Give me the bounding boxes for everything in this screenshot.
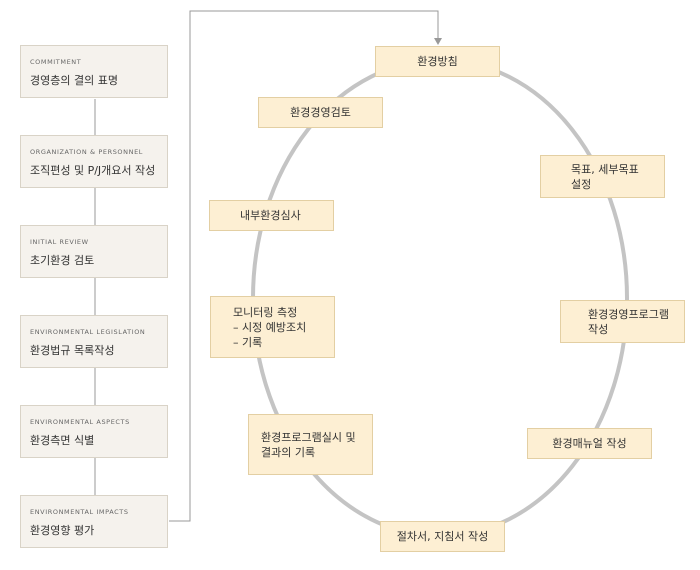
node-monitoring: 모니터링 측정 – 시정 예방조치 – 기록 (210, 296, 335, 358)
step-ko-label: 초기환경 검토 (30, 254, 95, 267)
step-en-label: COMMITMENT (30, 58, 82, 66)
node-manual: 환경매뉴얼 작성 (527, 428, 652, 459)
node-program: 환경경영프로그램 작성 (560, 300, 685, 343)
node-internal-audit: 내부환경심사 (209, 200, 334, 231)
step-legislation: ENVIRONMENTAL LEGISLATION 환경법규 목록작성 (20, 315, 168, 368)
node-objectives: 목표, 세부목표 설정 (540, 155, 665, 198)
node-implementation: 환경프로그램실시 및 결과의 기록 (248, 414, 373, 475)
step-initial-review: INITIAL REVIEW 초기환경 검토 (20, 225, 168, 278)
step-ko-label: 환경영향 평가 (30, 524, 95, 537)
node-management-review: 환경경영검토 (258, 97, 383, 128)
step-ko-label: 경영층의 결의 표명 (30, 74, 118, 87)
step-en-label: ENVIRONMENTAL IMPACTS (30, 508, 129, 516)
step-ko-label: 환경법규 목록작성 (30, 344, 115, 357)
step-impacts: ENVIRONMENTAL IMPACTS 환경영향 평가 (20, 495, 168, 548)
step-organization: ORGANIZATION & PERSONNEL 조직편성 및 P/J개요서 작… (20, 135, 168, 188)
node-policy: 환경방침 (375, 46, 500, 77)
step-en-label: ORGANIZATION & PERSONNEL (30, 148, 143, 156)
step-ko-label: 조직편성 및 P/J개요서 작성 (30, 164, 156, 177)
step-commitment: COMMITMENT 경영층의 결의 표명 (20, 45, 168, 98)
step-en-label: ENVIRONMENTAL ASPECTS (30, 418, 130, 426)
step-aspects: ENVIRONMENTAL ASPECTS 환경측면 식별 (20, 405, 168, 458)
step-ko-label: 환경측면 식별 (30, 434, 95, 447)
flow-arrow-head-icon (434, 38, 442, 45)
step-en-label: ENVIRONMENTAL LEGISLATION (30, 328, 146, 336)
flow-connector-line (169, 10, 439, 522)
step-en-label: INITIAL REVIEW (30, 238, 89, 246)
node-procedures: 절차서, 지침서 작성 (380, 521, 505, 552)
